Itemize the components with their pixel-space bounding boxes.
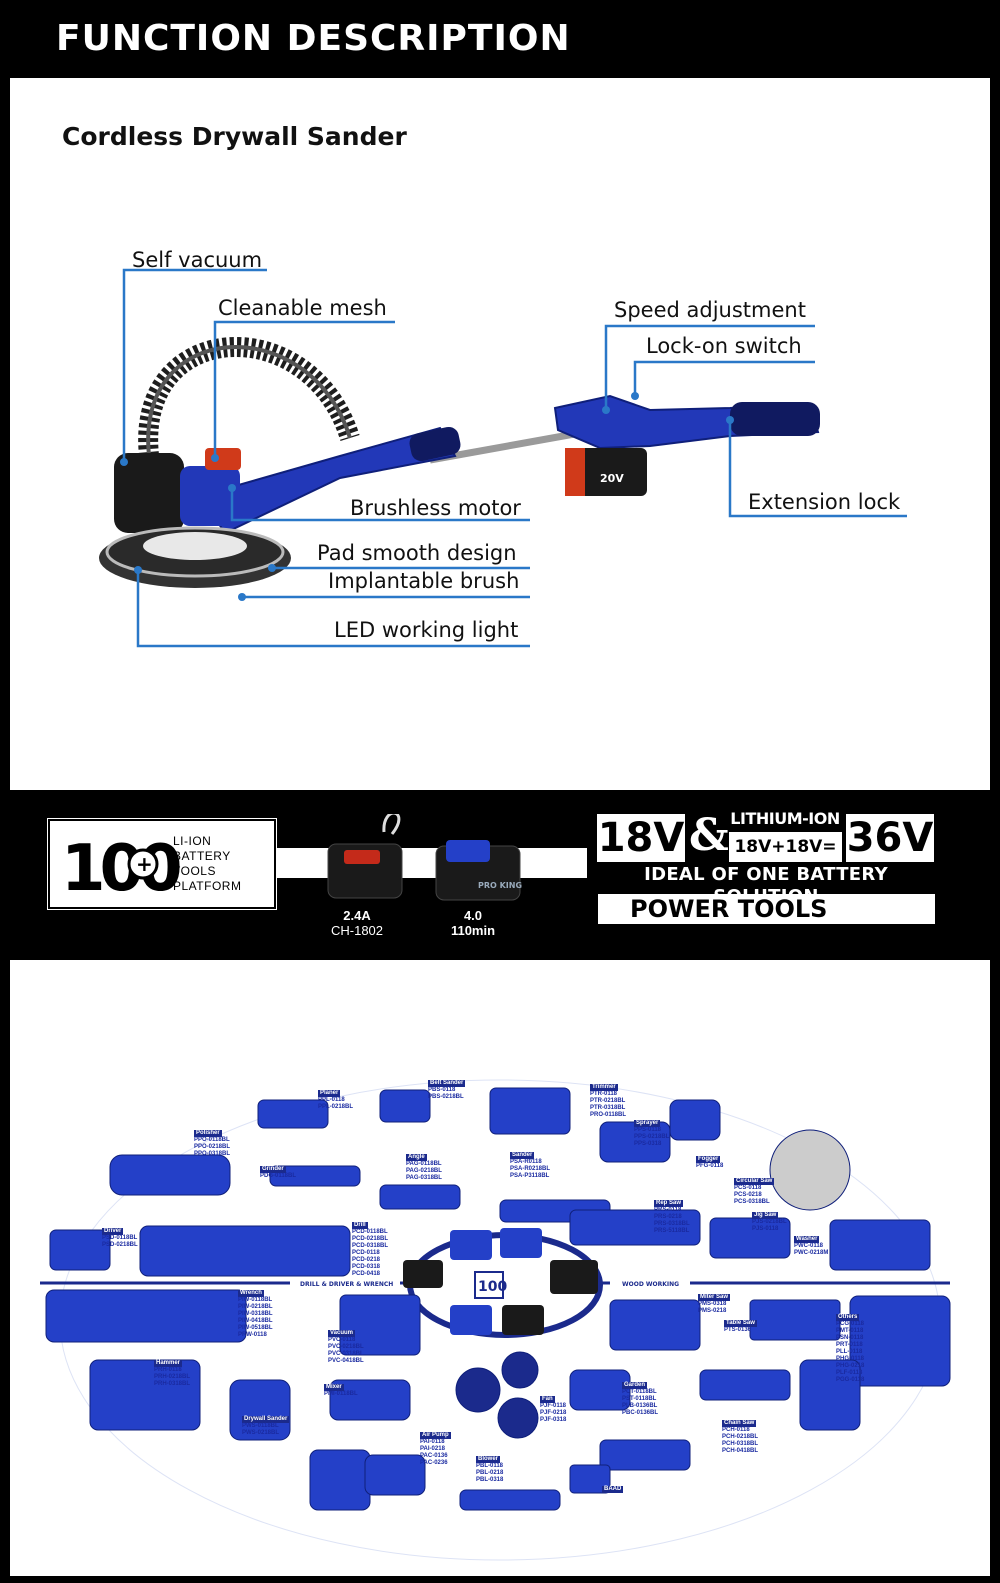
center-battery-4 xyxy=(502,1305,544,1335)
battery-shape xyxy=(565,448,647,496)
product-subtitle: Cordless Drywall Sander xyxy=(62,122,407,151)
charger-rating: 2.4A xyxy=(343,908,371,923)
catalog-group-jig-saw: Jig Saw PJS-0218BL PJS-0118 xyxy=(752,1212,787,1232)
catalog-group-angle: Angle PAG-0118BL PAG-0218BL PAG-0318BL xyxy=(406,1154,442,1181)
section-right-label: WOOD WORKING xyxy=(622,1281,679,1288)
catalog-group-fan: Fan PJF-0118 PJF-0218 PJF-0318 xyxy=(540,1396,567,1423)
badge-line-3: TOOLS xyxy=(173,864,216,878)
cleanable-mesh-shape xyxy=(205,448,241,470)
center-charger-2 xyxy=(550,1260,598,1294)
badge-line-2: BATTERY xyxy=(173,849,231,863)
section-left-label: DRILL & DRIVER & WRENCH xyxy=(300,1281,393,1288)
grip-shape xyxy=(409,426,461,462)
tool-silhouettes xyxy=(45,1087,951,1511)
catalog-group-miter-saw: Miter Saw PMS-0318 PMS-0218 xyxy=(698,1294,731,1314)
page-title: FUNCTION DESCRIPTION xyxy=(56,18,571,59)
center-charger-1 xyxy=(403,1260,443,1288)
tool-catalog: 100 DRILL & DRIVER & WRENCH WOOD WORKING xyxy=(10,960,990,1576)
platform-badge: 100 + LI-ION BATTERY TOOLS PLATFORM xyxy=(47,818,277,910)
catalog-group-planer: Planer PPL-0118 PPL-0218BL xyxy=(318,1090,354,1110)
charger-label: 2.4A CH-1802 xyxy=(322,908,392,938)
center-battery-3 xyxy=(450,1305,492,1335)
catalog-group-vacuum: Vacuum PVC-0118 PVC-0218BL PVC-0318BL PV… xyxy=(328,1330,364,1364)
voltage-36v: 36V xyxy=(846,814,934,862)
catalog-group-mixer: Mixer PMI-0118BL xyxy=(324,1384,358,1397)
catalog-group-fogger: Fogger PFG-0118 xyxy=(696,1156,724,1169)
motor-cover-shape xyxy=(180,466,240,526)
callout-pad-smooth-design: Pad smooth design xyxy=(317,541,517,565)
lithium-ion-label: LITHIUM-ION xyxy=(730,809,840,828)
battery-capacity: 4.0 xyxy=(463,908,483,923)
callout-cleanable-mesh: Cleanable mesh xyxy=(218,296,387,320)
battery-icon: PRO KING xyxy=(435,840,522,901)
product-panel: Cordless Drywall Sander 20V xyxy=(10,78,990,790)
svg-text:+: + xyxy=(136,852,153,876)
callout-implantable-brush: Implantable brush xyxy=(328,569,520,593)
charger-model: CH-1802 xyxy=(330,923,384,938)
header-bar: FUNCTION DESCRIPTION xyxy=(0,0,1000,78)
hose-ridge xyxy=(146,345,352,464)
center-battery-1 xyxy=(450,1230,492,1260)
center-logo-box xyxy=(474,1271,504,1299)
callout-brushless-motor: Brushless motor xyxy=(350,496,521,520)
badge-logo-icon: 100 + xyxy=(48,819,276,909)
pad-center-shape xyxy=(143,532,247,560)
catalog-group-table-saw: Table Saw PTS-0136 xyxy=(724,1320,757,1333)
catalog-group-garden: Garden PCT-0118BL PST-0118BL PLB-0136BL … xyxy=(622,1382,659,1416)
product-illustration: 20V xyxy=(99,268,907,648)
voltage-sum: 18V+18V= xyxy=(729,832,842,862)
center-battery-2 xyxy=(500,1228,542,1258)
catalog-group-blower: Blower PBL-0118 PBL-0218 PBL-0318 xyxy=(476,1456,504,1483)
catalog-group-drill: Drill PCD-0118BL PCD-0218BL PCD-0318BL P… xyxy=(352,1222,389,1277)
catalog-group-hammer: Hammer PRH-0118 PRH-0218BL PRH-0318BL xyxy=(154,1360,191,1387)
section-left-bg xyxy=(290,1277,400,1289)
callout-lock-on-switch: Lock-on switch xyxy=(646,334,802,358)
battery-time: 110min xyxy=(450,923,496,938)
callout-led-working-light: LED working light xyxy=(334,618,519,642)
catalog-group-wrench: Wrench PIW-0118BL PIW-0218BL PIW-0318BL … xyxy=(238,1290,273,1338)
catalog-group-polisher: Polisher PPO-0118BL PPO-0218BL PPO-0318B… xyxy=(194,1130,231,1157)
catalog-group-chain-saw: Chain Saw PCH-0118 PCH-0218BL PCH-0318BL… xyxy=(722,1420,759,1454)
catalog-group-sprayer: Sprayer PPS-0118 PPS-0218BL PPS-0318 xyxy=(634,1120,670,1147)
rear-grip-shape xyxy=(730,402,820,436)
battery-label: 4.0 110min xyxy=(438,908,508,938)
catalog-group-trimmer: Trimmer PTR-0118 PTR-0218BL PTR-0318BL P… xyxy=(590,1084,627,1118)
power-tools-label: POWER TOOLS xyxy=(598,894,935,924)
catalog-group-circular-saw: Circular Saw PCS-0118 PCS-0218 PCS-0318B… xyxy=(734,1178,775,1205)
center-logo: 100 xyxy=(478,1279,507,1295)
badge-text: LI-ION BATTERY TOOLS PLATFORM xyxy=(173,834,241,894)
voltage-18v: 18V xyxy=(597,814,685,862)
catalog-group-air-pump: Air Pump PAI-0118 PAI-0218 PAC-0136 PAC-… xyxy=(420,1432,451,1466)
callout-dots xyxy=(120,392,734,601)
platform-banner: 100 + LI-ION BATTERY TOOLS PLATFORM 2.4A… xyxy=(0,790,1000,960)
ampersand: & xyxy=(689,810,729,861)
section-right-bg xyxy=(610,1277,690,1289)
callout-extension-lock: Extension lock xyxy=(748,490,901,514)
catalog-group-belt-sander: Belt Sander PBS-0118 PBS-0218BL xyxy=(428,1080,466,1100)
battery-label: 20V xyxy=(600,472,624,485)
svg-text:100: 100 xyxy=(61,832,180,906)
catalog-group-sander: Sander PSA-R0118 PSA-R0218BL PSA-P3118BL xyxy=(510,1152,551,1179)
callout-self-vacuum: Self vacuum xyxy=(132,248,263,272)
motor-housing-shape xyxy=(114,453,184,533)
battery-accent-shape xyxy=(565,448,585,496)
badge-line-4: PLATFORM xyxy=(173,879,242,893)
charger-icon xyxy=(327,814,403,899)
catalog-group-rep-saw: Rep Saw PRS-0118 PRS-0218 PRS-0318BL PRS… xyxy=(654,1200,690,1234)
catalog-group-baad: BAAD xyxy=(602,1486,624,1493)
callout-lines xyxy=(122,268,907,648)
catalog-group-drywall-sander: Drywall Sander PWS-0118BL PWS-0218BL xyxy=(242,1416,290,1436)
catalog-group-washer: Washer PWC-0118 PWC-0218M xyxy=(794,1236,829,1256)
callout-speed-adjustment: Speed adjustment xyxy=(614,298,806,322)
catalog-graphic: 100 DRILL & DRIVER & WRENCH WOOD WORKING xyxy=(40,1079,951,1561)
badge-line-1: LI-ION xyxy=(173,834,212,848)
catalog-group-driver: Driver PSD-0118BL PSD-0218BL xyxy=(102,1228,138,1248)
svg-text:PRO KING: PRO KING xyxy=(478,881,522,890)
catalog-group-grinder: Grinder PDG-0118BL xyxy=(260,1166,297,1179)
catalog-group-others: Others PCG-0118 PMT-0118 PSN-0118 PRT-01… xyxy=(836,1314,865,1383)
